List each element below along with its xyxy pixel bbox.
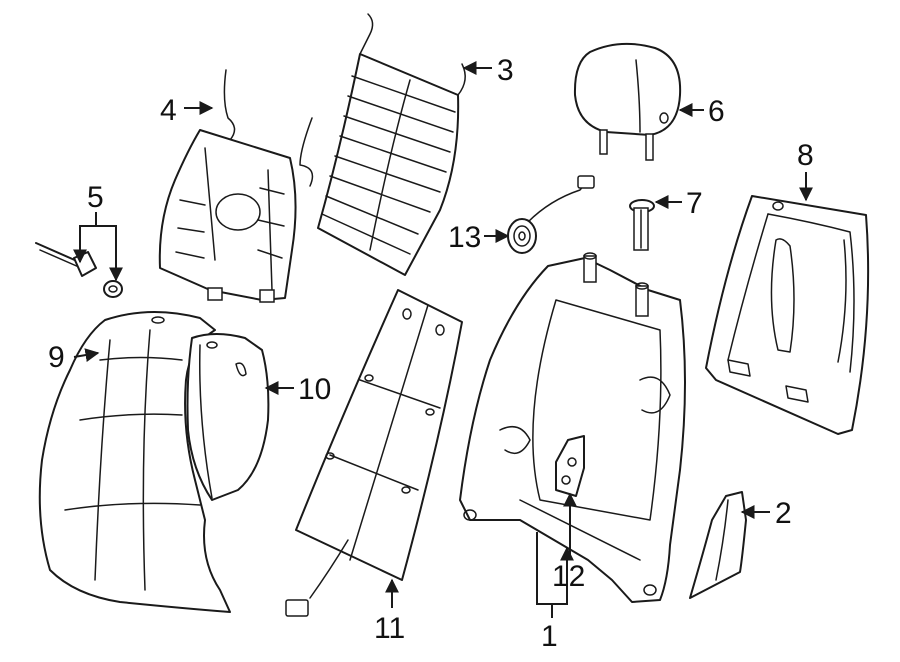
callout-5[interactable]: 5 bbox=[87, 181, 104, 214]
callout-10[interactable]: 10 bbox=[298, 373, 331, 406]
callout-2[interactable]: 2 bbox=[775, 497, 792, 530]
callout-8[interactable]: 8 bbox=[797, 139, 814, 172]
seat-back-frame-part[interactable] bbox=[459, 252, 686, 603]
lumbar-support-frame-part[interactable] bbox=[158, 69, 314, 303]
sensor-module-part[interactable] bbox=[507, 175, 595, 254]
headrest-part[interactable] bbox=[573, 42, 682, 161]
callout-11[interactable]: 11 bbox=[374, 612, 405, 645]
leader-5b bbox=[96, 225, 123, 282]
callout-4[interactable]: 4 bbox=[160, 94, 177, 127]
leader-lines bbox=[73, 61, 813, 618]
callout-labels: 1 2 3 4 5 6 7 8 9 10 11 12 13 bbox=[48, 54, 814, 653]
headrest-guide-part[interactable] bbox=[629, 199, 655, 251]
callout-1[interactable]: 1 bbox=[541, 620, 558, 653]
callout-12[interactable]: 12 bbox=[552, 560, 585, 593]
leader-5a bbox=[73, 225, 96, 264]
side-bolster-panel-part[interactable] bbox=[186, 333, 270, 501]
seat-back-cover-part[interactable] bbox=[38, 311, 231, 613]
callout-6[interactable]: 6 bbox=[708, 95, 725, 128]
side-trim-panel-part[interactable] bbox=[689, 491, 747, 599]
callout-9[interactable]: 9 bbox=[48, 341, 65, 374]
callout-13[interactable]: 13 bbox=[448, 221, 481, 254]
seat-back-panel-part[interactable] bbox=[705, 195, 870, 435]
seat-heater-pad-part[interactable] bbox=[285, 289, 463, 617]
callout-3[interactable]: 3 bbox=[497, 54, 514, 87]
leader-9 bbox=[73, 348, 100, 362]
spring-mat-part[interactable] bbox=[317, 13, 466, 276]
callout-7[interactable]: 7 bbox=[686, 187, 703, 220]
